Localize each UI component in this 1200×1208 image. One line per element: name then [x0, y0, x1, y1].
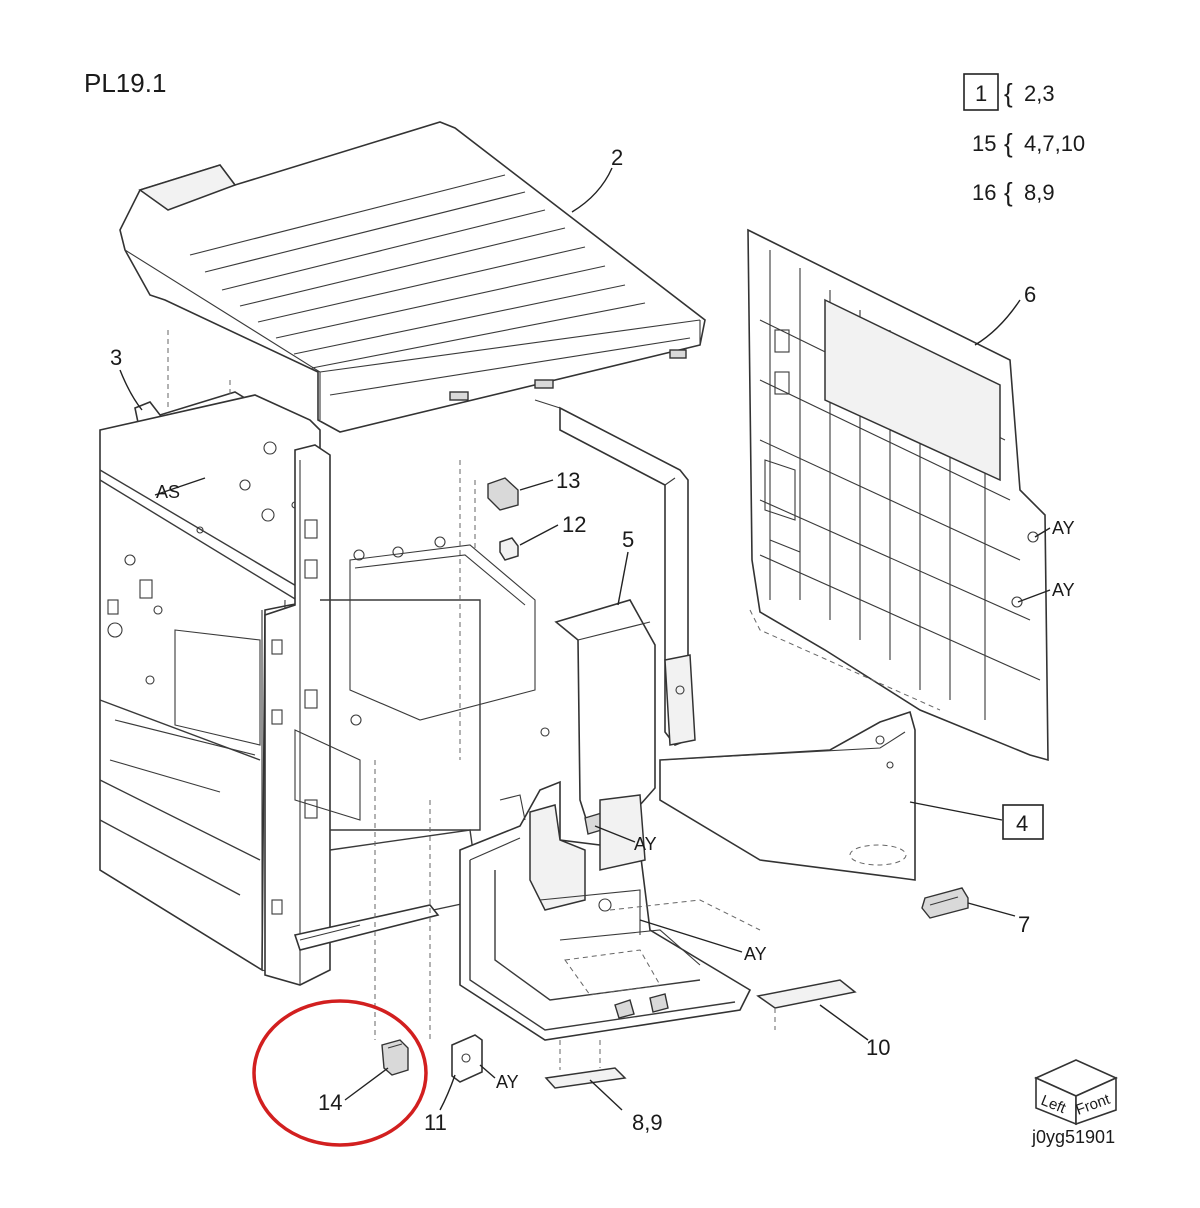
callout-numbers: 2 3 13 12 5 6 4 7 10 8,9 11 14: [110, 145, 1044, 1135]
part-10-label-sheet: [756, 979, 857, 1030]
part-14-switch: [381, 1039, 409, 1076]
highlight-circle: [252, 999, 428, 1147]
leader-lines: [119, 167, 1051, 1111]
ref-as: AS: [156, 482, 180, 502]
callout-7: 7: [1018, 912, 1030, 937]
ref-ay-4: AY: [744, 944, 767, 964]
callout-6: 6: [1024, 282, 1036, 307]
callout-5: 5: [622, 527, 634, 552]
parts-legend: 1 { 2,3 15 { 4,7,10 16 { 8,9: [963, 73, 1085, 207]
part-7-handle: [921, 887, 969, 919]
legend-brace-2: {: [1004, 128, 1013, 158]
legend-parent-box: [963, 73, 999, 111]
callout-12: 12: [562, 512, 586, 537]
legend-children-2: 4,7,10: [1024, 131, 1085, 156]
part-4-front-cover: [659, 710, 916, 881]
rear-vertical-rail: [534, 399, 696, 746]
legend-parent-2: 15: [972, 131, 996, 156]
ref-ay-2: AY: [1052, 580, 1075, 600]
part-6-rear-panel: [747, 228, 1049, 762]
ref-ay-3: AY: [634, 834, 657, 854]
orientation-cube: Left Front: [1034, 1059, 1118, 1126]
part-2-exit-tray: [119, 121, 706, 433]
callout-2: 2: [611, 145, 623, 170]
ref-ay-1: AY: [1052, 518, 1075, 538]
front-door-assembly: [459, 780, 761, 1041]
legend-parent-3: 16: [972, 180, 996, 205]
part-8-9-strip: [544, 1040, 627, 1089]
callout-4: 4: [1016, 811, 1028, 836]
legend-children-3: 8,9: [1024, 180, 1055, 205]
part-13-connector: [487, 477, 519, 511]
legend-brace-3: {: [1004, 177, 1013, 207]
legend-brace-1: {: [1004, 78, 1013, 108]
callout-11: 11: [424, 1110, 447, 1135]
part-11-bracket-plate: [374, 760, 483, 1083]
page-label: PL19.1: [84, 68, 166, 98]
reference-tags: AS AY AY AY AY AY: [156, 482, 1075, 1092]
callout-8-9: 8,9: [632, 1110, 663, 1135]
figure-id: j0yg51901: [1031, 1127, 1115, 1147]
callout-13: 13: [556, 468, 580, 493]
part-12-clip: [499, 537, 519, 561]
ref-ay-5: AY: [496, 1072, 519, 1092]
callout-3: 3: [110, 345, 122, 370]
main-chassis-frame: [99, 394, 550, 986]
legend-children-1: 2,3: [1024, 81, 1055, 106]
callout-14: 14: [318, 1090, 342, 1115]
callout-10: 10: [866, 1035, 890, 1060]
callout-4-box: [1002, 804, 1044, 840]
legend-parent-1: 1: [975, 81, 987, 106]
